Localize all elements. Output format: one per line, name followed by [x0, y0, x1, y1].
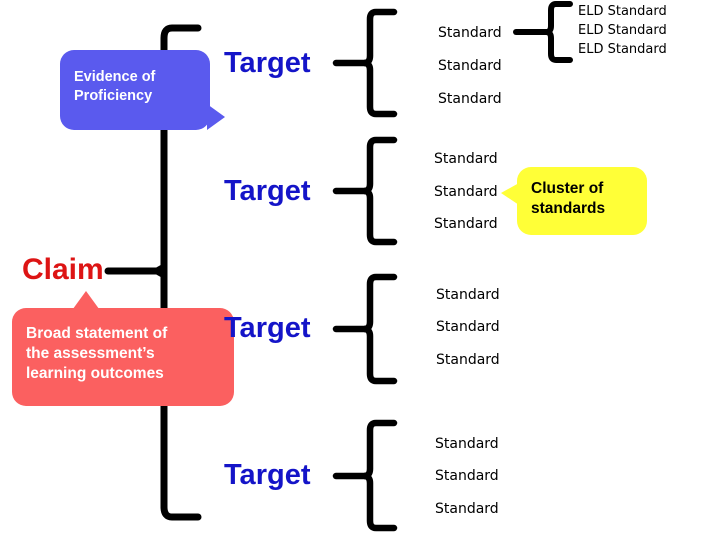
callout-body — [517, 167, 647, 235]
callout-tail-left — [501, 183, 519, 205]
callout-claim-text: Broad statement of the assessment’s lear… — [26, 325, 168, 382]
standard-label: Standard — [436, 319, 500, 335]
standard-label: Standard — [434, 151, 498, 167]
standard-label: Standard — [438, 25, 502, 41]
callout-body — [60, 50, 210, 130]
callout-cluster-of-standards[interactable]: Cluster of standards — [501, 167, 647, 235]
callout-tail-top — [70, 291, 102, 313]
callout-tail-right — [207, 104, 225, 130]
callout-evidence-of-proficiency[interactable]: Evidence of Proficiency — [60, 50, 225, 130]
target-label-1: Target — [224, 47, 311, 79]
callout-cluster-text: Cluster of standards — [531, 180, 606, 217]
eld-standard-label: ELD Standard — [578, 42, 667, 57]
target-label-2: Target — [224, 175, 311, 207]
claim-label: Claim — [22, 253, 104, 286]
eld-standard-label: ELD Standard — [578, 4, 667, 19]
target-label-3: Target — [224, 312, 311, 344]
standard-label: Standard — [435, 436, 499, 452]
standard-label: Standard — [438, 91, 502, 107]
standard-label: Standard — [435, 468, 499, 484]
eld-standard-label: ELD Standard — [578, 23, 667, 38]
standard-label: Standard — [434, 216, 498, 232]
callout-claim-description[interactable]: Broad statement of the assessment’s lear… — [12, 291, 234, 406]
callout-body — [12, 308, 234, 406]
standard-label: Standard — [436, 287, 500, 303]
callout-evidence-text: Evidence of Proficiency — [74, 69, 156, 104]
standard-label: Standard — [438, 58, 502, 74]
standard-label: Standard — [436, 352, 500, 368]
claim-arrowhead — [150, 262, 166, 280]
standard-label: Standard — [435, 501, 499, 517]
standard-label: Standard — [434, 184, 498, 200]
target-label-4: Target — [224, 459, 311, 491]
